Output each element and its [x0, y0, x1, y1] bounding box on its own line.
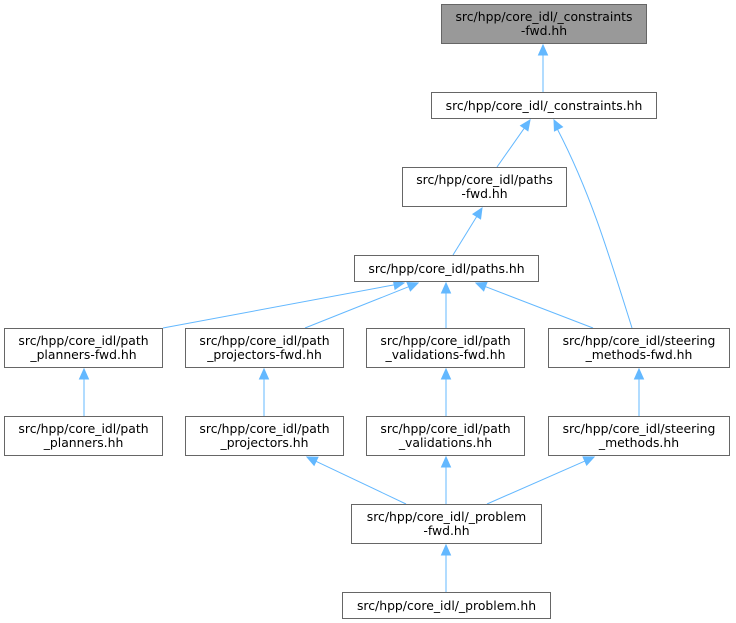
node-steering-methods-fwd[interactable]: src/hpp/core_idl/steering_methods-fwd.hh	[548, 328, 730, 368]
node-label-line: src/hpp/core_idl/_constraints	[455, 9, 633, 24]
node-label-line: src/hpp/core_idl/paths	[416, 172, 553, 187]
node-label-line: src/hpp/core_idl/steering	[562, 333, 716, 348]
edge-path-projectors-to-path-projectors-fwd	[258, 367, 270, 416]
node-label-line: _projectors.hh	[220, 435, 309, 450]
edge-path-projectors-fwd-to-paths	[304, 281, 420, 329]
edge-paths-fwd-to-constraints	[496, 119, 531, 168]
edge-path-validations-fwd-to-paths	[440, 281, 452, 328]
edge-paths-to-paths-fwd	[452, 206, 483, 256]
node-path-projectors-fwd[interactable]: src/hpp/core_idl/path_projectors-fwd.hh	[185, 328, 344, 368]
edge-path-validations-to-path-validations-fwd	[440, 367, 452, 416]
edge-path-planners-to-path-planners-fwd	[78, 367, 90, 416]
node-label-line: src/hpp/core_idl/steering	[562, 421, 716, 436]
edge-constraints-to-constraints-fwd	[537, 43, 549, 92]
node-steering-methods[interactable]: src/hpp/core_idl/steering_methods.hh	[548, 416, 730, 456]
node-label-line: src/hpp/core_idl/path	[199, 333, 330, 348]
node-label-line: _validations.hh	[398, 435, 493, 450]
edge-path-planners-fwd-to-paths	[162, 279, 406, 329]
node-label-line: src/hpp/core_idl/_constraints.hh	[445, 97, 643, 113]
node-label-line: src/hpp/core_idl/path	[199, 421, 330, 436]
node-path-planners[interactable]: src/hpp/core_idl/path_planners.hh	[4, 416, 163, 456]
edge-steering-methods-to-steering-methods-fwd	[633, 367, 645, 416]
edge-steering-methods-fwd-to-paths	[474, 281, 594, 329]
node-path-validations-fwd[interactable]: src/hpp/core_idl/path_validations-fwd.hh	[366, 328, 525, 368]
node-problem[interactable]: src/hpp/core_idl/_problem.hh	[342, 592, 551, 619]
node-label-line: _planners.hh	[43, 435, 124, 450]
node-label-line: src/hpp/core_idl/path	[18, 333, 149, 348]
node-label-line: src/hpp/core_idl/_problem	[366, 509, 527, 524]
node-label-line: src/hpp/core_idl/paths.hh	[368, 260, 525, 276]
node-label-line: -fwd.hh	[461, 186, 508, 201]
node-constraints-fwd: src/hpp/core_idl/_constraints-fwd.hh	[441, 4, 647, 44]
node-path-projectors[interactable]: src/hpp/core_idl/path_projectors.hh	[185, 416, 344, 456]
node-label-line: _projectors-fwd.hh	[207, 347, 322, 362]
node-paths-fwd[interactable]: src/hpp/core_idl/paths-fwd.hh	[402, 167, 567, 207]
edge-steering-methods-fwd-to-constraints	[553, 118, 633, 329]
edge-problem-fwd-to-path-projectors	[305, 456, 407, 505]
node-path-planners-fwd[interactable]: src/hpp/core_idl/path_planners-fwd.hh	[4, 328, 163, 368]
node-label-line: _planners-fwd.hh	[30, 347, 137, 362]
node-problem-fwd[interactable]: src/hpp/core_idl/_problem-fwd.hh	[351, 504, 542, 544]
node-label-line: -fwd.hh	[423, 523, 470, 538]
node-label-line: -fwd.hh	[520, 23, 568, 38]
node-paths[interactable]: src/hpp/core_idl/paths.hh	[354, 255, 539, 282]
node-label-line: _methods.hh	[598, 435, 680, 450]
node-label-line: _validations-fwd.hh	[385, 347, 506, 362]
node-label-line: src/hpp/core_idl/path	[18, 421, 149, 436]
node-label-line: src/hpp/core_idl/_problem.hh	[356, 597, 537, 613]
node-path-validations[interactable]: src/hpp/core_idl/path_validations.hh	[366, 416, 525, 456]
node-label-line: src/hpp/core_idl/path	[380, 421, 511, 436]
edge-problem-fwd-to-path-validations	[440, 455, 452, 504]
edge-problem-to-problem-fwd	[440, 543, 452, 592]
node-label-line: _methods-fwd.hh	[585, 347, 693, 362]
node-constraints[interactable]: src/hpp/core_idl/_constraints.hh	[431, 92, 657, 119]
edge-problem-fwd-to-steering-methods	[486, 456, 596, 505]
node-label-line: src/hpp/core_idl/path	[380, 333, 511, 348]
